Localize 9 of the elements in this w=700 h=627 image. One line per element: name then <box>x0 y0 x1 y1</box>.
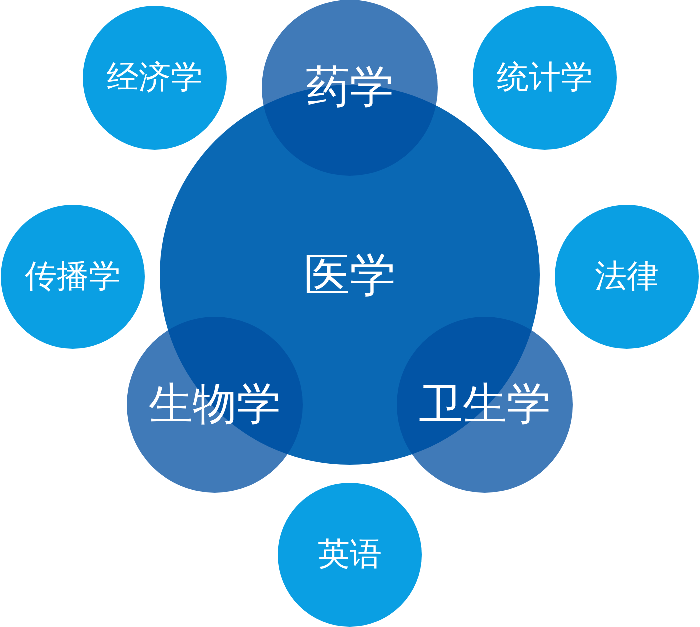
topic-label: 卫生学 <box>419 380 551 430</box>
topic-label: 经济学 <box>107 60 203 96</box>
topic-label: 英语 <box>318 537 382 573</box>
topic-label: 传播学 <box>25 259 121 295</box>
topic-label: 医学 <box>304 250 396 300</box>
topic-label: 生物学 <box>149 380 281 430</box>
topic-label: 药学 <box>306 64 394 112</box>
topic-label: 统计学 <box>497 60 593 96</box>
topic-label: 法律 <box>595 259 659 295</box>
